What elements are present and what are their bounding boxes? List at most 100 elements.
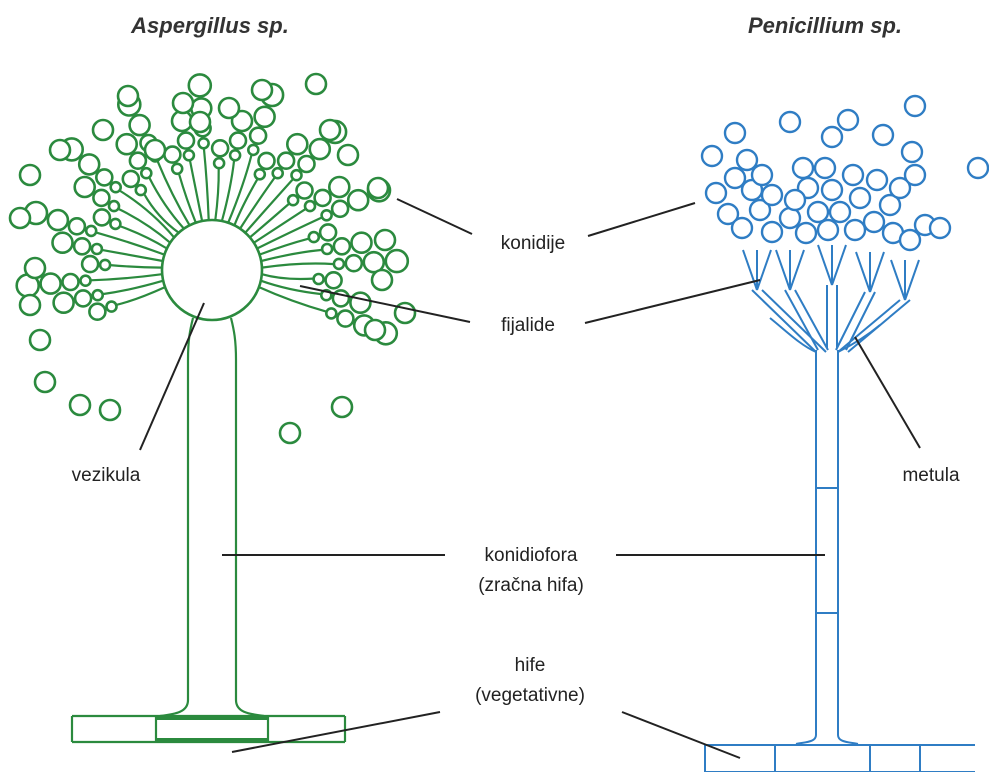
aspergillus-conidium	[48, 138, 72, 162]
penicillium-conidium	[760, 183, 784, 207]
aspergillus-phialide	[244, 178, 295, 234]
aspergillus-phialide	[156, 160, 191, 226]
aspergillus-phialide	[227, 154, 253, 224]
aspergillus-conidium	[8, 206, 32, 230]
aspergillus-conidium	[39, 272, 62, 295]
penicillium-conidium	[760, 220, 784, 244]
penicillium-conidium	[828, 200, 852, 224]
penicillium-conidium	[928, 216, 952, 240]
label-konidije: konidije	[501, 233, 565, 254]
penicillium-conidium	[700, 144, 724, 168]
aspergillus-phialide	[256, 216, 323, 250]
aspergillus-conidium	[33, 370, 57, 394]
aspergillus-conidium	[290, 168, 303, 182]
aspergillus-conidium	[307, 230, 321, 244]
penicillium-phialide	[855, 251, 871, 293]
penicillium-conidium	[783, 188, 807, 212]
aspergillus-conidium	[176, 131, 196, 150]
aspergillus-phialide	[260, 279, 322, 296]
aspergillus-conidia	[8, 72, 417, 445]
aspergillus-phialide	[258, 286, 327, 313]
penicillium-conidium	[723, 166, 747, 190]
aspergillus-conidium	[336, 309, 355, 328]
aspergillus-conidium	[79, 274, 92, 288]
aspergillus-conidium	[91, 288, 104, 302]
penicillium-phialide	[817, 244, 833, 286]
aspergillus-conidium	[336, 143, 360, 167]
aspergillus-phialide	[261, 262, 334, 269]
aspergillus-conidium	[18, 163, 42, 187]
aspergillus-conidium	[134, 183, 148, 197]
aspergillus-conidium	[72, 237, 92, 256]
penicillium-conidium	[836, 108, 860, 132]
aspergillus-conidium	[105, 300, 118, 313]
aspergillus-conidium	[324, 307, 338, 320]
penicillium-conidium	[848, 186, 872, 210]
aspergillus-conidium	[285, 132, 309, 156]
aspergillus-conidium	[318, 223, 338, 242]
penicillium-conidium	[865, 168, 889, 192]
penicillium-conidium	[903, 163, 927, 187]
penicillium-hyphae	[704, 744, 975, 772]
aspergillus-conidium	[109, 180, 122, 194]
aspergillus-conidium	[349, 291, 372, 315]
penicillium-conidium	[820, 125, 844, 149]
aspergillus-conidium	[346, 188, 370, 212]
aspergillus-conidium	[250, 78, 274, 102]
label-fijalide: fijalide	[501, 315, 555, 336]
aspergillus-conidium	[230, 109, 254, 133]
aspergillus-conidium	[88, 302, 107, 322]
aspergillus-conidium	[363, 318, 387, 342]
aspergillus-conidium	[61, 272, 80, 292]
aspergillus-conidium	[217, 96, 241, 120]
aspergillus-conidium	[362, 250, 386, 274]
label-konidije-group: konidije	[396, 198, 696, 254]
penicillium-conidium	[843, 218, 867, 242]
aspergillus-conidium	[320, 209, 333, 222]
aspergillus-drawing	[8, 72, 417, 744]
aspergillus-phialide	[239, 176, 276, 230]
penicillium-phialide	[742, 249, 758, 291]
aspergillus-conidium	[318, 118, 342, 142]
aspergillus-conidium	[303, 199, 317, 213]
penicillium-phialide	[831, 244, 847, 286]
aspergillus-phialide	[233, 178, 259, 226]
penicillium-conidium	[730, 216, 754, 240]
aspergillus-conidium	[286, 193, 300, 207]
aspergillus-conidium	[332, 237, 352, 256]
aspergillus-phialide	[148, 176, 185, 230]
penicillium-conidium	[704, 181, 728, 205]
aspergillus-conidium	[212, 156, 226, 170]
aspergillus-conidium	[23, 256, 47, 280]
penicillium-metula	[751, 289, 817, 353]
aspergillus-conidium	[248, 126, 268, 145]
label-vezikula: vezikula	[72, 465, 141, 486]
aspergillus-phialide	[220, 160, 236, 222]
aspergillus-phialide	[260, 248, 323, 263]
penicillium-conidium	[813, 156, 837, 180]
aspergillus-conidium	[330, 395, 354, 419]
aspergillus-phialide	[102, 279, 164, 296]
label-konidiofora: konidiofora	[485, 545, 578, 566]
aspergillus-phialide	[117, 207, 171, 244]
aspergillus-conidium	[257, 151, 276, 171]
penicillium-conidium	[966, 156, 989, 180]
aspergillus-conidium	[188, 110, 212, 134]
aspergillus-conidium	[373, 228, 397, 252]
penicillium-phialide	[789, 249, 805, 291]
aspergillus-phialides	[90, 148, 334, 313]
label-konidiofora-sub: (zračna hifa)	[478, 575, 584, 596]
penicillium-conidium	[723, 121, 747, 145]
aspergillus-vesicle	[160, 218, 264, 322]
penicillium-conidium	[871, 123, 895, 147]
penicillium-phialide	[890, 259, 906, 301]
penicillium-conidium	[841, 163, 865, 187]
aspergillus-conidium	[98, 398, 122, 422]
penicillium-conidiophore	[795, 350, 859, 745]
label-metula-group: metula	[854, 336, 960, 486]
aspergillus-phialide	[214, 168, 220, 221]
aspergillus-conidium	[128, 113, 151, 137]
aspergillus-conidium	[67, 217, 87, 236]
penicillium-conidium	[862, 210, 886, 234]
